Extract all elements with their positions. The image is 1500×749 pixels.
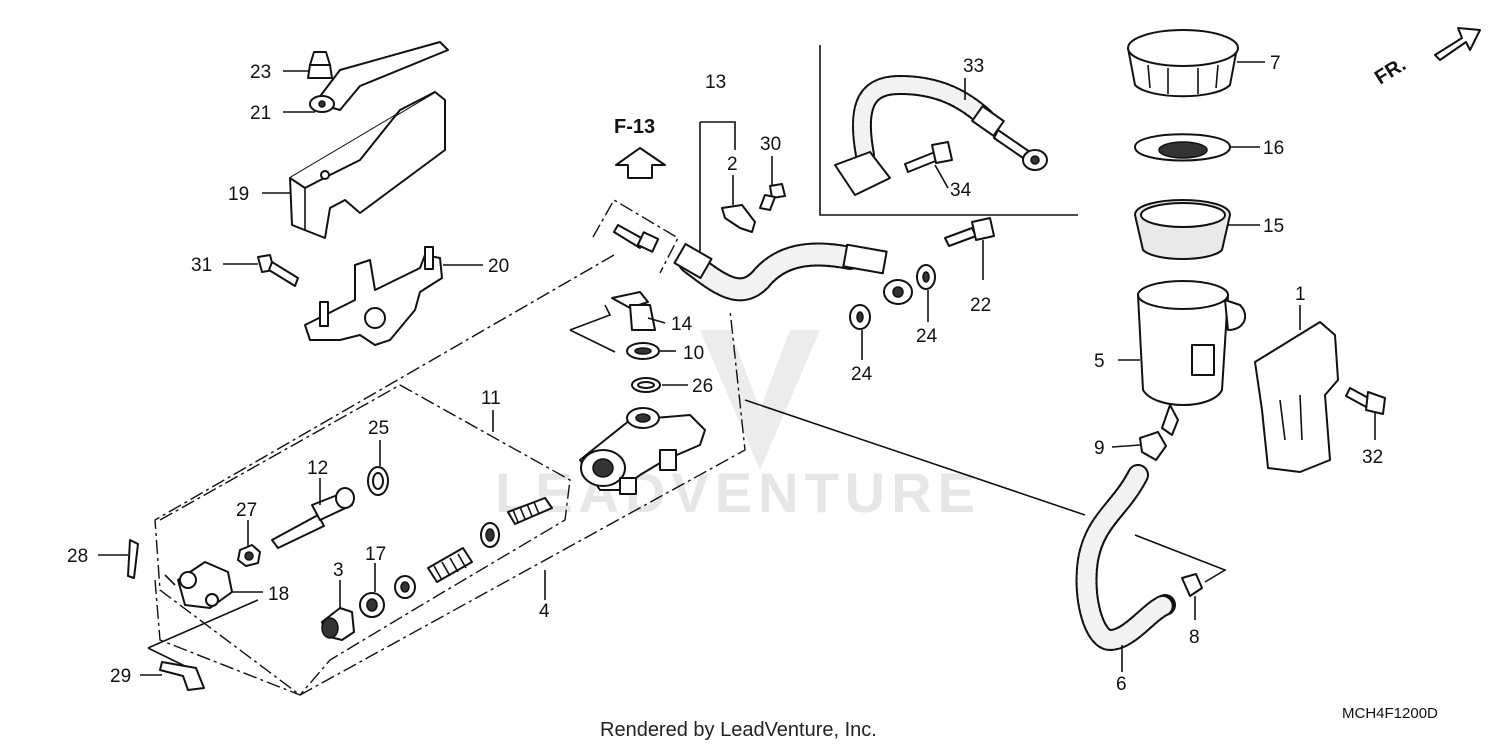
callout-3: 3 xyxy=(333,560,344,581)
washer-part-17 xyxy=(359,592,385,618)
assembly-outline-4 xyxy=(154,199,746,696)
bolt-part-31 xyxy=(257,254,299,287)
watermark-text: LEADVENTURE xyxy=(495,461,981,524)
cap-part-7 xyxy=(1127,29,1239,98)
callout-32: 32 xyxy=(1362,447,1383,468)
callout-1: 1 xyxy=(1295,284,1306,305)
callout-31: 31 xyxy=(191,255,212,276)
callout-leaders xyxy=(98,61,1376,676)
master-cylinder-body xyxy=(579,407,706,495)
callout-24-b: 24 xyxy=(851,364,873,385)
bolt-part-30 xyxy=(759,183,786,211)
nut-part-23 xyxy=(307,51,333,79)
callout-28: 28 xyxy=(67,546,88,567)
callout-15: 15 xyxy=(1263,216,1284,237)
diagram-code: MCH4F1200D xyxy=(1342,705,1438,722)
front-arrow-icon: FR. xyxy=(1371,27,1481,90)
callout-labels: 23 21 19 31 20 13 F-13 2 30 33 34 22 24 … xyxy=(67,53,1383,695)
callout-26: 26 xyxy=(692,376,713,397)
plate-part-16 xyxy=(1134,133,1231,162)
washer-part-10 xyxy=(626,342,660,360)
callout-7: 7 xyxy=(1270,53,1281,74)
washer-part-24-b xyxy=(849,304,871,330)
pushrod-part-12 xyxy=(271,487,355,549)
cover-part-1 xyxy=(1254,321,1339,473)
hose-part-6 xyxy=(1075,464,1176,652)
callout-14: 14 xyxy=(671,314,693,335)
piston-set-part-11 xyxy=(480,497,553,548)
callout-17: 17 xyxy=(365,544,386,565)
washer-part-24-a xyxy=(916,264,936,290)
callout-21: 21 xyxy=(250,103,271,124)
clip-part-8 xyxy=(1181,573,1203,597)
oring-part-26 xyxy=(631,377,661,393)
callout-5: 5 xyxy=(1094,351,1105,372)
bolt-part-32 xyxy=(1345,387,1386,415)
callout-13: 13 xyxy=(705,72,726,93)
clevis-part-18 xyxy=(177,561,233,609)
diaphragm-part-15 xyxy=(1134,199,1231,260)
watermark: LEADVENTURE xyxy=(495,330,981,524)
spring xyxy=(427,547,473,583)
callout-2: 2 xyxy=(727,154,738,175)
callout-6: 6 xyxy=(1116,674,1127,695)
callout-20: 20 xyxy=(488,256,509,277)
callout-18: 18 xyxy=(268,584,289,605)
callout-4: 4 xyxy=(539,601,550,622)
callout-10: 10 xyxy=(683,343,704,364)
callout-34: 34 xyxy=(950,180,972,201)
inset-frame xyxy=(819,45,1078,216)
hose-fitting-bolt xyxy=(613,224,660,253)
reservoir-part-5 xyxy=(1137,280,1247,436)
hose-part-13 xyxy=(673,242,913,305)
bracket-part-21 xyxy=(309,41,449,113)
footer-credit: Rendered by LeadVenture, Inc. xyxy=(600,719,877,741)
callout-29: 29 xyxy=(110,666,131,687)
clamp-part-2 xyxy=(721,204,756,233)
circlip-part-25 xyxy=(367,466,389,496)
reference-f13: F-13 xyxy=(614,116,655,138)
front-marker: FR. xyxy=(1371,54,1410,90)
callout-25: 25 xyxy=(368,418,389,439)
callout-22: 22 xyxy=(970,295,991,316)
clip-part-9 xyxy=(1139,431,1167,461)
callout-19: 19 xyxy=(228,184,249,205)
hose-part-33 xyxy=(834,74,1048,196)
spring-seat xyxy=(394,575,416,599)
callout-33: 33 xyxy=(963,56,984,77)
boot-part-3 xyxy=(321,607,355,641)
reference-arrow-icon xyxy=(615,147,666,179)
fitting-part-14 xyxy=(611,291,656,331)
callout-8: 8 xyxy=(1189,627,1200,648)
pin-part-29 xyxy=(159,661,205,691)
callout-11: 11 xyxy=(481,388,501,409)
bolt-part-22 xyxy=(944,217,995,247)
callout-27: 27 xyxy=(236,500,257,521)
callout-16: 16 xyxy=(1263,138,1284,159)
nut-part-27 xyxy=(237,544,261,567)
callout-23: 23 xyxy=(250,62,271,83)
callout-9: 9 xyxy=(1094,438,1105,459)
cotter-pin-part-28 xyxy=(127,539,139,579)
callout-24-a: 24 xyxy=(916,326,938,347)
bracket-part-20 xyxy=(304,246,443,346)
bolt-part-34 xyxy=(904,141,953,173)
callout-30: 30 xyxy=(760,134,781,155)
cover-part-19 xyxy=(289,91,446,239)
callout-12: 12 xyxy=(307,458,328,479)
